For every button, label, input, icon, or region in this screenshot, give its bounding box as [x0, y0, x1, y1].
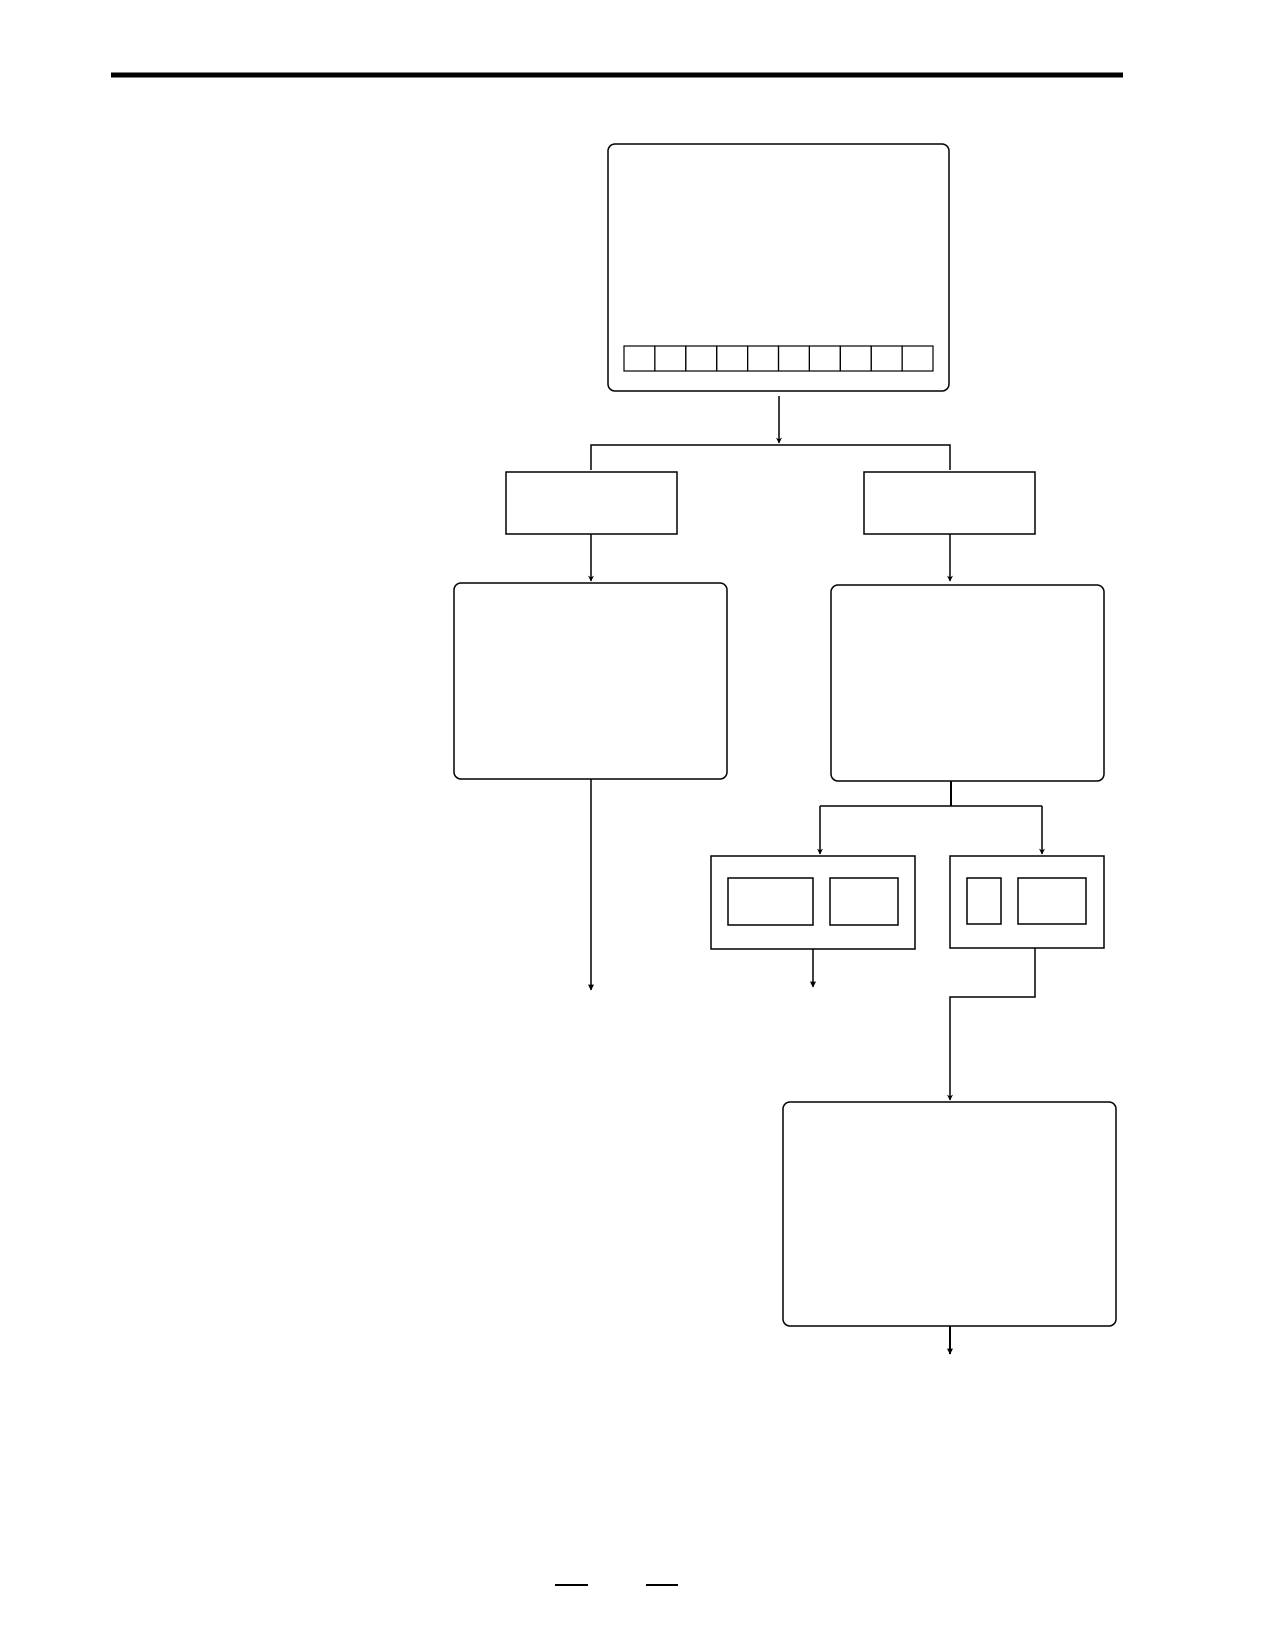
soft-key	[901, 345, 934, 372]
screen-top	[607, 143, 950, 392]
screen-left	[453, 582, 728, 780]
soft-key-row	[623, 345, 934, 372]
connector-keygroup-right-to-bottom	[947, 948, 1036, 1101]
screen-right	[830, 584, 1105, 782]
key-box	[1017, 877, 1087, 925]
key-group-right	[949, 855, 1105, 949]
key-box	[829, 877, 899, 926]
connector-split	[590, 444, 951, 470]
branch-left-label	[505, 471, 678, 535]
key-box	[727, 877, 814, 926]
branch-right-label	[863, 471, 1036, 535]
screen-bottom	[782, 1101, 1117, 1327]
key-group-left	[710, 855, 916, 950]
key-box	[966, 877, 1002, 925]
